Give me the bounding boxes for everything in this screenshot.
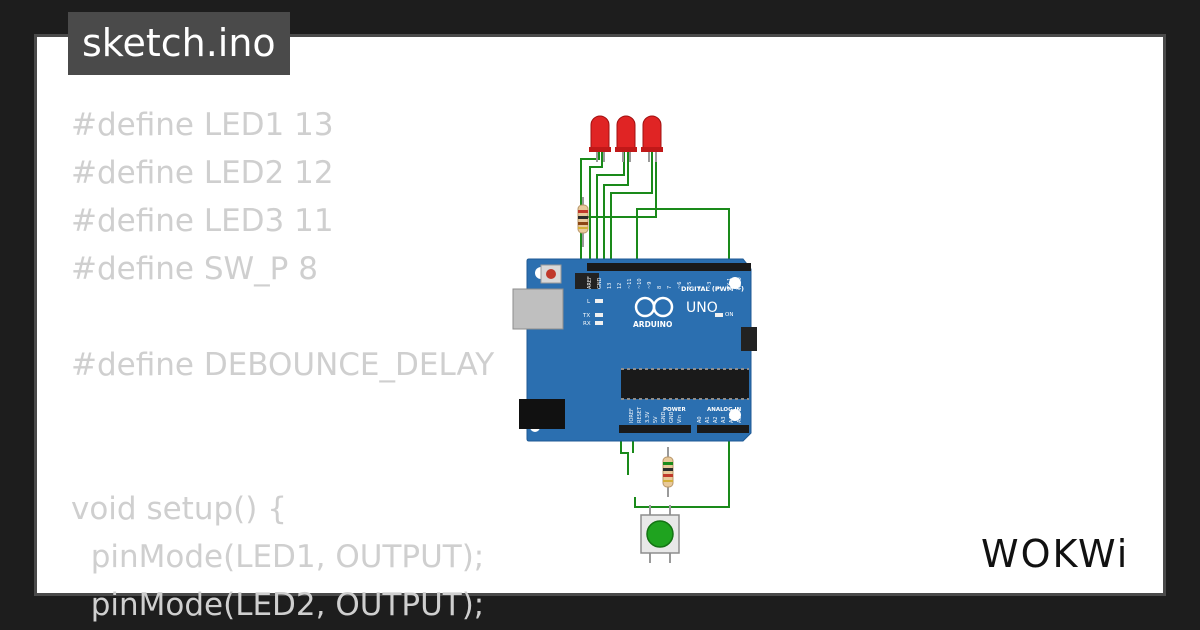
- board-model-label: UNO: [686, 300, 718, 316]
- code-line: pinMode(LED2, OUTPUT);: [71, 587, 485, 623]
- pin-label: 12: [617, 283, 623, 289]
- analog-label: ANALOG IN: [707, 407, 742, 413]
- led-1[interactable]: [589, 115, 611, 162]
- code-line: void setup() {: [71, 491, 287, 527]
- on-label: ON: [725, 312, 733, 318]
- push-button[interactable]: [640, 505, 680, 563]
- pin-label: A3: [721, 416, 727, 423]
- code-line: [71, 293, 494, 341]
- wokwi-logo: WOKWi: [981, 532, 1129, 576]
- digital-label: DIGITAL (PWM ~): [681, 285, 744, 293]
- power-header: [619, 425, 691, 433]
- pin-label: 3.3V: [645, 411, 651, 423]
- pin-label: A4: [729, 416, 735, 423]
- pin-label: ~9: [647, 282, 653, 289]
- pin-label: 13: [607, 283, 613, 289]
- code-line: #define SW_P 8: [71, 251, 318, 287]
- code-line: [71, 389, 494, 437]
- power-label: POWER: [663, 407, 687, 413]
- pin-label: 2: [717, 286, 723, 289]
- pin-label: GND: [661, 411, 667, 423]
- digital-header: [587, 263, 751, 271]
- pin-label: 5V: [653, 416, 659, 423]
- circuit-diagram: UNO ARDUINO DIGITAL (PWM ~) ON L TX RX P…: [512, 115, 757, 563]
- pin-label: 7: [667, 286, 673, 289]
- pin-label: RESET: [637, 406, 643, 423]
- top-pin-labels: AREF GND 13 12 ~11 ~10 ~9 8 7 ~6 ~5 4 ~3 2 TX 1 RX 0: [587, 276, 743, 290]
- pin-label: ~5: [687, 282, 693, 289]
- pin-label: ~11: [627, 278, 633, 289]
- code-line: #define LED2 12: [71, 155, 334, 191]
- pin-label: A5: [737, 416, 743, 423]
- pin-label: 8: [657, 286, 663, 289]
- sketch-filename-tab[interactable]: sketch.ino: [68, 12, 290, 75]
- pin-label: Vin: [677, 415, 683, 423]
- led-3[interactable]: [641, 115, 663, 162]
- pin-label: A0: [697, 416, 703, 423]
- tx-label: TX: [582, 313, 590, 319]
- pin-label: A2: [713, 416, 719, 423]
- wokwi-logo-text: WOKWi: [981, 532, 1129, 576]
- button-resistor[interactable]: [662, 447, 674, 497]
- code-line: #define LED1 13: [71, 107, 334, 143]
- pin-label: ~3: [707, 282, 713, 289]
- code-line: [71, 437, 494, 485]
- board-brand-label: ARDUINO: [633, 320, 672, 329]
- pin-label: RX 0: [737, 277, 743, 289]
- pin-label: ~10: [637, 278, 643, 289]
- led-resistor[interactable]: [577, 197, 589, 247]
- l-label: L: [587, 299, 591, 305]
- code-preview: #define LED1 13 #define LED2 12 #define LE…: [71, 101, 494, 629]
- usb-port: [512, 288, 564, 330]
- pin-label: IOREF: [629, 408, 635, 423]
- dc-jack: [519, 399, 565, 429]
- arduino-uno-board[interactable]: UNO ARDUINO DIGITAL (PWM ~) ON L TX RX P…: [512, 258, 757, 442]
- pin-label: TX 1: [727, 278, 733, 290]
- pin-label: GND: [669, 411, 675, 423]
- pin-label: GND: [597, 277, 603, 289]
- pin-label: AREF: [587, 276, 593, 289]
- preview-card: #define LED1 13 #define LED2 12 #define LE…: [34, 34, 1166, 623]
- code-line: #define DEBOUNCE_DELAY: [71, 347, 495, 383]
- pin-label: ~6: [677, 282, 683, 289]
- rx-label: RX: [583, 321, 591, 327]
- led-2[interactable]: [615, 115, 637, 162]
- reset-button[interactable]: [546, 269, 556, 279]
- code-line: #define LED3 11: [71, 203, 334, 239]
- code-line: pinMode(LED1, OUTPUT);: [71, 539, 485, 575]
- analog-header: [697, 425, 749, 433]
- pin-label: 4: [697, 286, 703, 289]
- pin-label: A1: [705, 416, 711, 423]
- atmega-chip: [621, 369, 749, 399]
